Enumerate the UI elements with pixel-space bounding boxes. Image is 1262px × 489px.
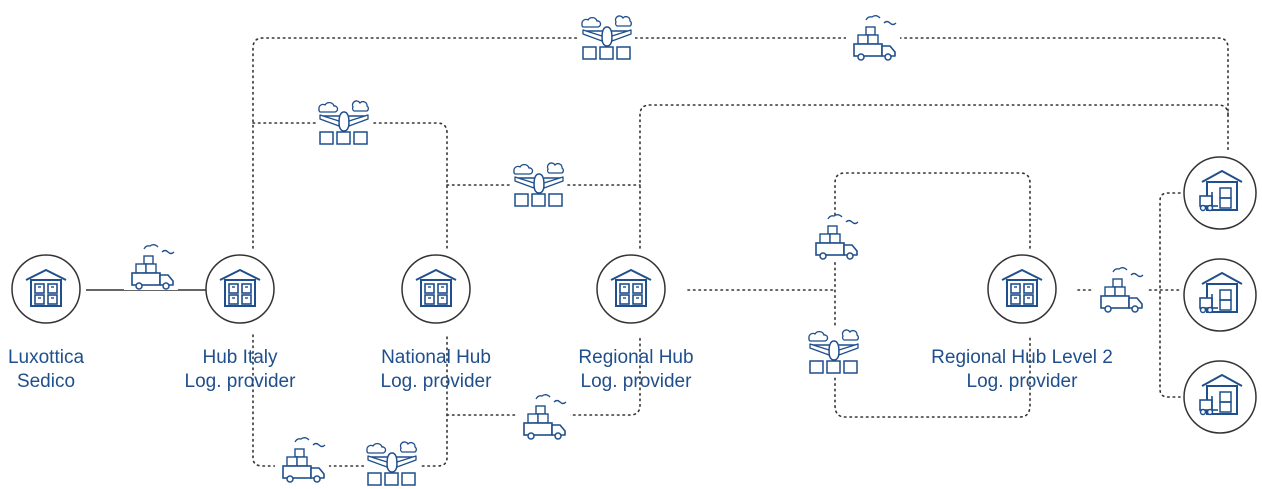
node-label-regional-hub-level-2: Regional Hub Level 2 Log. provider [922,346,1122,394]
destination-node [1183,156,1257,230]
regional-hub-node [596,254,666,324]
node-label-line: Hub Italy [202,347,278,368]
connector-lines [86,37,1229,467]
node-label-line: Log. provider [184,371,296,392]
truck-icon [846,14,900,61]
luxottica-sedico-node [11,254,81,324]
truck-icon [516,393,570,440]
node-label-regional-hub: Regional Hub Log. provider [566,346,706,394]
dotted-connector [1159,192,1181,398]
truck-icon [1093,266,1147,313]
dotted-connector [252,334,448,467]
transport-icons [124,14,1147,488]
node-label-line: Luxottica [7,347,85,368]
dotted-connector [446,334,641,416]
node-label-luxottica-sedico: Luxottica Sedico [0,346,106,394]
dotted-connector [834,172,1031,418]
node-label-line: Log. provider [580,371,692,392]
airplane-icon [806,328,862,376]
node-label-line: Sedico [16,371,76,392]
node-label-line: Log. provider [380,371,492,392]
dotted-connector [639,104,1229,249]
node-label-line: National Hub [381,347,491,368]
hub-italy-node [205,254,275,324]
national-hub-node [401,254,471,324]
destination-node [1183,258,1257,332]
node-label-hub-italy: Hub Italy Log. provider [170,346,310,394]
node-label-national-hub: National Hub Log. provider [371,346,501,394]
truck-icon [275,436,329,483]
truck-icon [808,213,862,260]
destination-node [1183,360,1257,434]
truck-icon [124,243,178,290]
node-label-line: Log. provider [966,371,1078,392]
node-label-line: Regional Hub Level 2 [931,347,1113,368]
airplane-icon [364,440,420,488]
airplane-icon [511,161,567,209]
dotted-connector [252,122,448,249]
airplane-icon [316,99,372,147]
regional-hub-level-2-node [987,254,1057,324]
dotted-connector [252,37,1229,249]
node-label-line: Regional Hub [578,347,694,368]
airplane-icon [579,14,635,62]
